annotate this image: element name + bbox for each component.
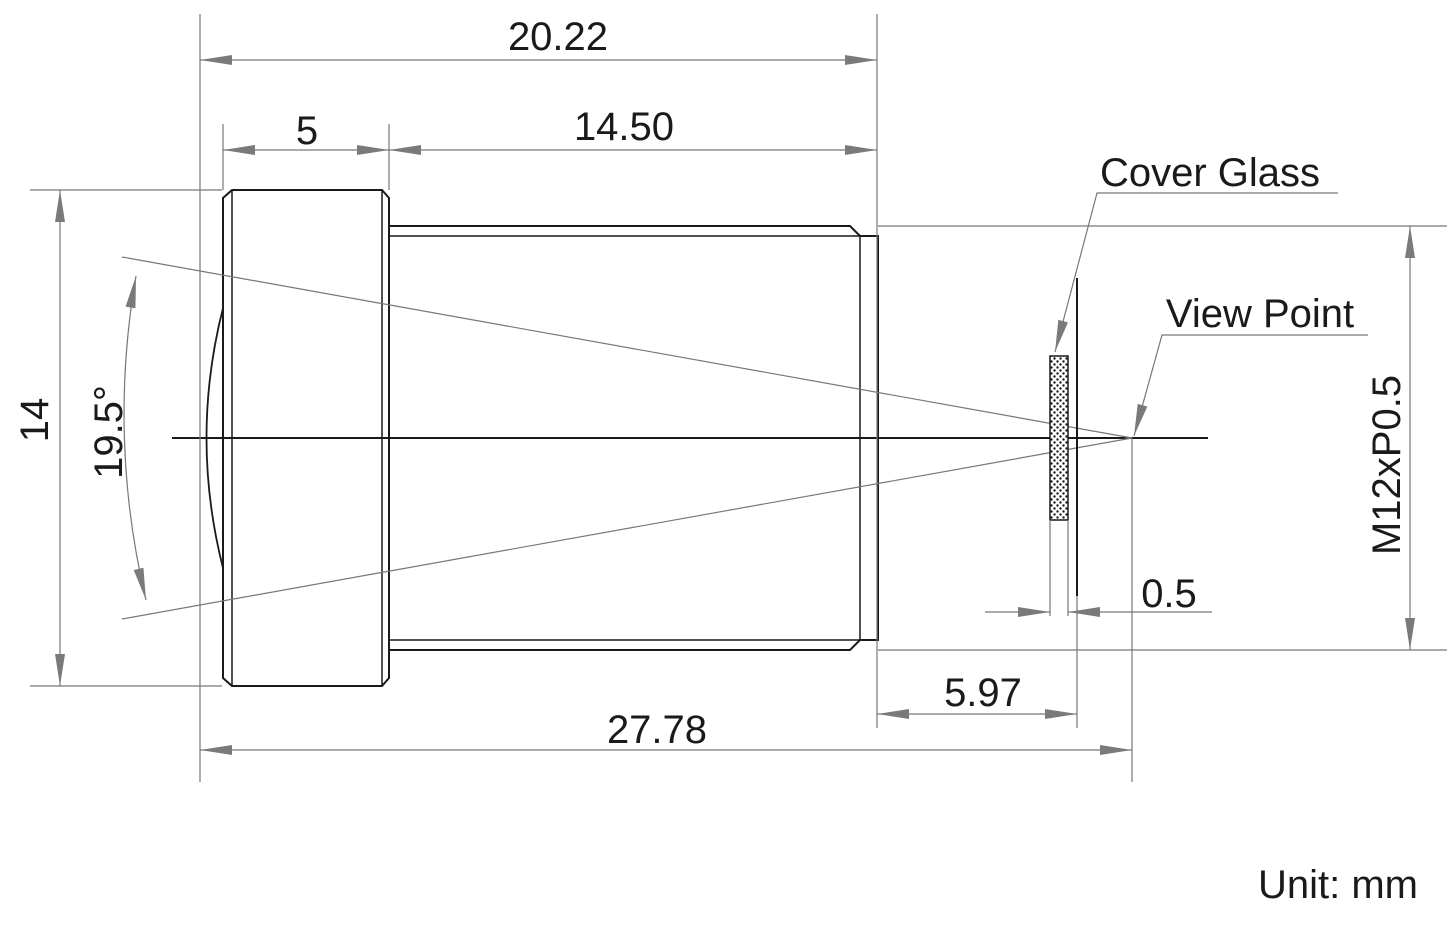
leaders [1054,192,1368,437]
dim-27-78: 27.78 [607,708,707,752]
dim-19-5-deg: 19.5° [87,385,131,479]
dim-0-5: 0.5 [1141,572,1197,616]
unit-label: Unit: mm [1258,863,1418,907]
extension-lines [30,14,1447,782]
view-rays [121,256,1133,620]
dim-14-50: 14.50 [574,105,674,149]
leader-cover-glass [1054,192,1338,353]
dim-arc-angle [123,275,147,601]
cover-glass [1049,355,1069,521]
dim-20-22: 20.22 [508,15,608,59]
label-view-point: View Point [1166,292,1354,336]
leader-view-point [1133,334,1368,437]
label-cover-glass: Cover Glass [1100,151,1320,195]
dim-5-97: 5.97 [944,671,1022,715]
dimension-lines [55,55,1415,755]
dim-14: 14 [13,398,57,443]
dim-thread: M12xP0.5 [1365,375,1409,555]
dim-5: 5 [296,109,318,153]
